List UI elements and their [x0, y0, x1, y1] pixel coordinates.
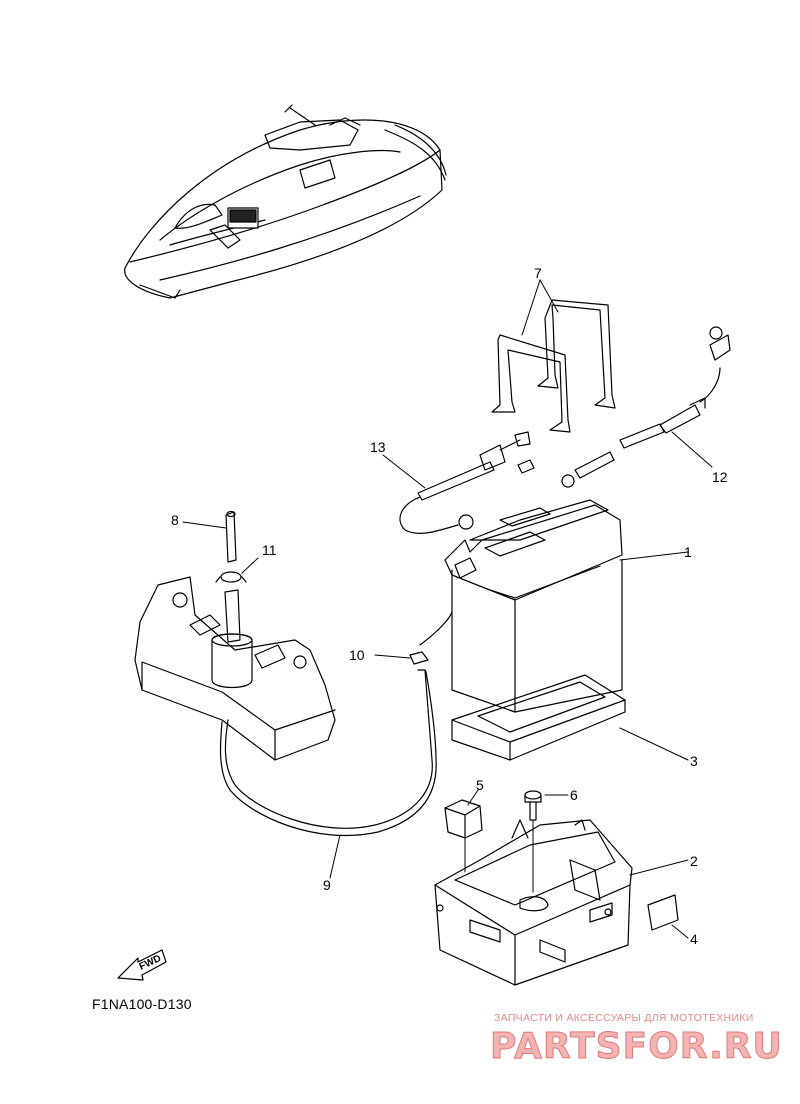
part-label-1: 1	[684, 544, 692, 560]
watercraft-illustration	[124, 104, 447, 299]
battery-pad	[451, 674, 626, 761]
negative-cable	[399, 431, 535, 534]
battery-box	[434, 819, 633, 986]
bolt	[524, 790, 542, 821]
part-label-13: 13	[370, 439, 386, 455]
rubber-cap	[444, 799, 483, 839]
battery	[444, 499, 623, 713]
clamp	[215, 571, 247, 583]
part-label-9: 9	[323, 877, 331, 893]
fwd-arrow: FWD	[117, 949, 167, 981]
diagram-reference-code: F1NA100-D130	[92, 996, 192, 1012]
part-label-3: 3	[690, 753, 698, 769]
battery-straps	[491, 299, 616, 433]
part-label-5: 5	[476, 777, 484, 793]
part-label-2: 2	[690, 853, 698, 869]
part-label-6: 6	[570, 787, 578, 803]
breather-hose	[219, 669, 437, 837]
breather-fitting	[409, 611, 453, 665]
part-label-4: 4	[690, 931, 698, 947]
part-label-10: 10	[349, 647, 365, 663]
watermark-logo: PARTSFOR.RU	[490, 1026, 783, 1068]
part-label-11: 11	[262, 542, 277, 558]
part-label-7: 7	[534, 265, 542, 281]
leader-lines	[182, 279, 713, 939]
part-label-8: 8	[171, 512, 179, 528]
watermark-tagline: ЗАПЧАСТИ И АКСЕССУАРЫ ДЛЯ МОТОТЕХНИКИ	[494, 1012, 754, 1024]
vent-pipe	[225, 510, 237, 563]
part-label-12: 12	[712, 469, 728, 485]
part-number-labels: 1 2 3 4 5 6 7 8 9 10 11 12 13	[171, 265, 728, 947]
holder-block	[134, 576, 336, 761]
positive-cable	[561, 326, 731, 488]
damper-pad	[647, 894, 679, 931]
